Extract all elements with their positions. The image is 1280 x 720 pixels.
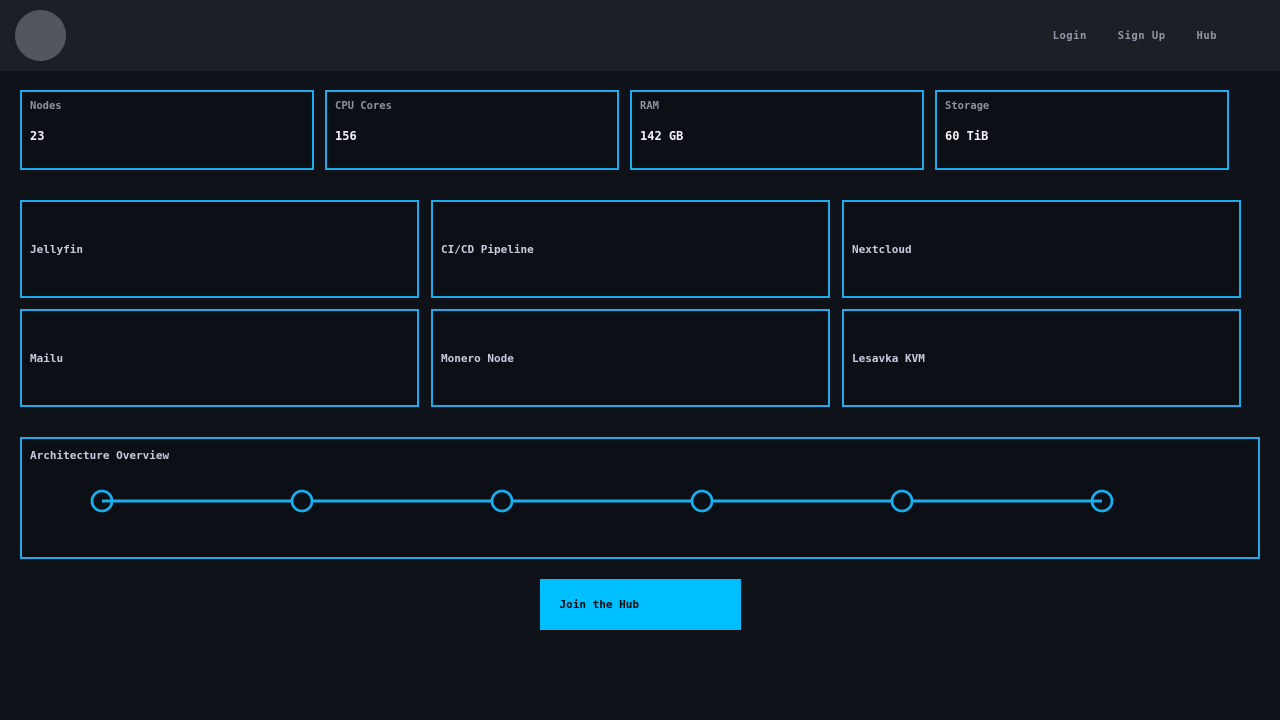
stat-card-nodes: Nodes 23 [20, 90, 314, 170]
architecture-node-icon [290, 489, 314, 513]
nav-link-login[interactable]: Login [1052, 29, 1087, 42]
service-card-monero-node[interactable]: Monero Node [431, 309, 830, 407]
stat-label: CPU Cores [335, 100, 392, 112]
join-hub-button[interactable]: Join the Hub [539, 579, 741, 630]
service-name: CI/CD Pipeline [441, 242, 534, 256]
stat-label: RAM [640, 100, 659, 112]
stat-card-cpu-cores: CPU Cores 156 [325, 90, 619, 170]
service-card-nextcloud[interactable]: Nextcloud [842, 200, 1241, 298]
stat-value: 60 TiB [945, 129, 989, 143]
main-content: Nodes 23 CPU Cores 156 RAM 142 GB Storag… [0, 71, 1280, 630]
stat-card-storage: Storage 60 TiB [935, 90, 1229, 170]
service-name: Lesavka KVM [852, 351, 925, 365]
nav-link-hub[interactable]: Hub [1196, 29, 1217, 42]
service-name: Mailu [30, 351, 64, 365]
architecture-node-icon [890, 489, 914, 513]
service-card-cicd-pipeline[interactable]: CI/CD Pipeline [431, 200, 830, 298]
service-card-lesavka-kvm[interactable]: Lesavka KVM [842, 309, 1241, 407]
stat-value: 142 GB [640, 129, 684, 143]
architecture-node-icon [490, 489, 514, 513]
stat-card-ram: RAM 142 GB [630, 90, 924, 170]
stat-label: Nodes [30, 100, 62, 112]
service-card-jellyfin[interactable]: Jellyfin [20, 200, 419, 298]
service-card-mailu[interactable]: Mailu [20, 309, 419, 407]
avatar[interactable] [15, 10, 66, 61]
architecture-card: Architecture Overview [20, 437, 1260, 559]
architecture-node-icon [690, 489, 714, 513]
navbar: Login Sign Up Hub [0, 0, 1280, 71]
nav-link-sign-up[interactable]: Sign Up [1117, 29, 1166, 42]
cta-container: Join the Hub [20, 579, 1260, 630]
stat-value: 23 [30, 129, 45, 143]
stats-row: Nodes 23 CPU Cores 156 RAM 142 GB Storag… [20, 90, 1260, 170]
nav-links: Login Sign Up Hub [1053, 30, 1217, 42]
architecture-title: Architecture Overview [30, 449, 170, 462]
service-name: Nextcloud [852, 242, 912, 256]
stat-label: Storage [945, 100, 990, 112]
architecture-diagram [90, 489, 1114, 513]
service-name: Jellyfin [30, 242, 83, 256]
service-name: Monero Node [441, 351, 514, 365]
services-grid: Jellyfin CI/CD Pipeline Nextcloud Mailu … [20, 200, 1260, 407]
stat-value: 156 [335, 129, 357, 143]
